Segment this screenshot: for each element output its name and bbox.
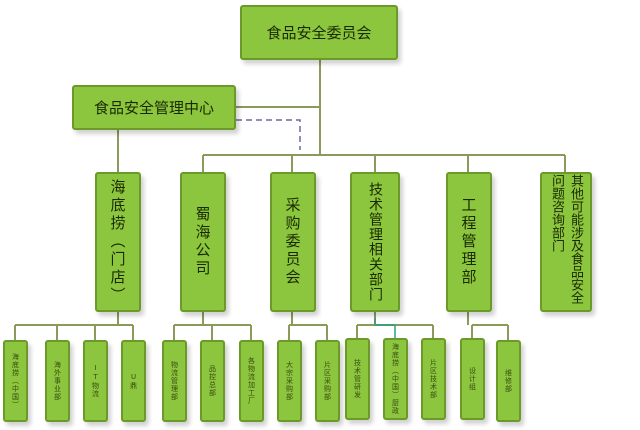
sub-dept: 海外事业部 — [45, 340, 70, 422]
food-safety-management-center: 食品安全管理中心 — [72, 85, 236, 130]
sub-dept: 物流管理部 — [162, 340, 187, 422]
sub-dept: U鼎 — [121, 340, 146, 422]
dept-procurement: 采购委员会 — [270, 172, 316, 312]
sub-dept: 大宗采购部 — [277, 340, 302, 422]
dept-technical: 技术管理相关部门 — [350, 172, 400, 312]
sub-dept: 片区采购部 — [315, 340, 340, 422]
sub-dept: IT物流 — [83, 340, 108, 422]
sub-dept: 品控总部 — [200, 340, 225, 422]
sub-dept: 海底捞（中国）厨政 — [383, 338, 408, 420]
dept-engineering: 工程管理部 — [446, 172, 492, 312]
sub-dept: 片区技术部 — [421, 338, 446, 420]
sub-dept: 技术管研发 — [345, 338, 370, 420]
sub-dept: 海底捞（中国） — [3, 340, 28, 422]
dept-other: 其他可能涉及食品安全问题咨询部门 — [540, 172, 592, 312]
sub-dept: 设计组 — [460, 338, 485, 420]
food-safety-committee: 食品安全委员会 — [240, 5, 398, 60]
dept-haidilao-stores: 海底捞（门店） — [95, 172, 141, 312]
dept-shuhai: 蜀海公司 — [180, 172, 226, 312]
sub-dept: 各物流加工厂 — [239, 340, 264, 422]
sub-dept: 维修部 — [496, 340, 521, 422]
